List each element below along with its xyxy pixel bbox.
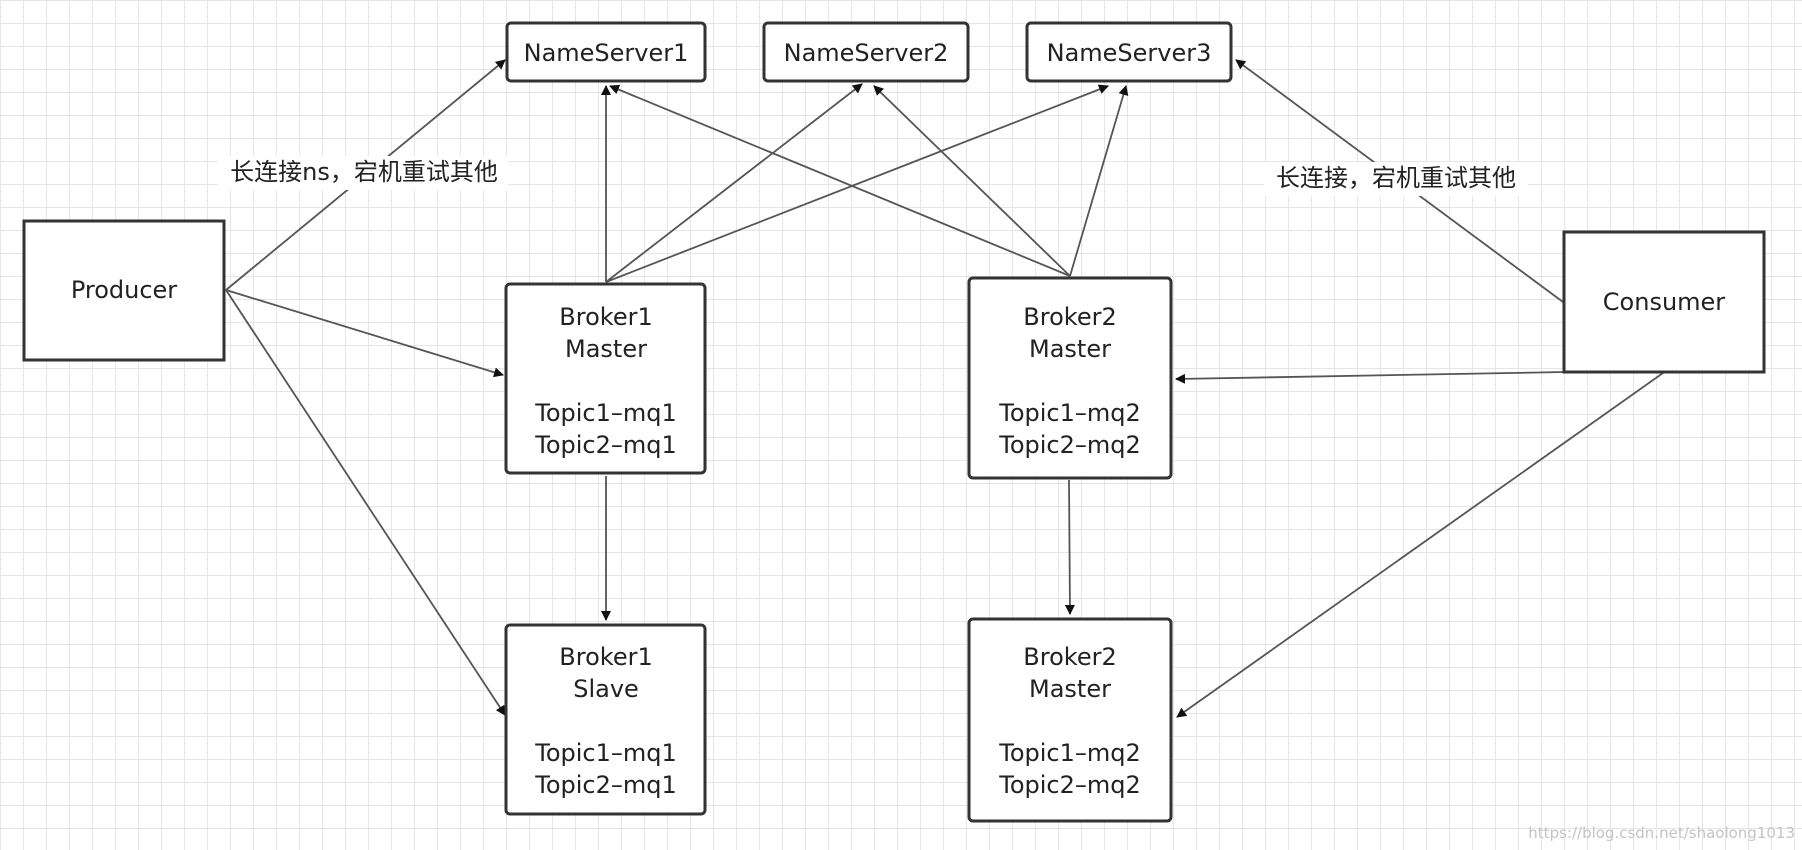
edge-consumer-broker2-lower	[1176, 372, 1664, 718]
edge-broker2-ns1	[609, 84, 1071, 277]
edge-producer-broker1-slave	[225, 289, 506, 716]
broker2-lower-topic2: Topic2–mq2	[998, 771, 1141, 799]
nameserver-3-label: NameServer3	[1047, 39, 1212, 67]
broker1-slave-topic1: Topic1–mq1	[534, 739, 677, 767]
broker2-master-topic2: Topic2–mq2	[998, 431, 1141, 459]
broker2-master-line1: Broker2	[1023, 303, 1116, 331]
broker1-master-line2: Master	[565, 335, 647, 363]
broker2-master-lower-node: Broker2 Master Topic1–mq2 Topic2–mq2	[967, 617, 1173, 823]
broker1-master-topic1: Topic1–mq1	[534, 399, 677, 427]
edge-broker2-ns2	[873, 85, 1071, 277]
broker1-master-node: Broker1 Master Topic1–mq1 Topic2–mq1	[504, 282, 707, 475]
broker1-slave-line2: Slave	[573, 675, 639, 703]
edge-broker2-ns3	[1069, 85, 1129, 277]
broker1-master-line1: Broker1	[559, 303, 652, 331]
broker2-master-topic1: Topic1–mq2	[998, 399, 1141, 427]
edge-broker2-master-lower	[1064, 479, 1075, 615]
edge-broker1-ns3	[605, 84, 1109, 283]
broker2-lower-line2: Master	[1029, 675, 1111, 703]
producer-label: Producer	[71, 276, 177, 304]
nameserver-1: NameServer1	[505, 21, 707, 83]
edge-producer-broker1-master	[225, 289, 504, 378]
consumer-ns-label: 长连接，宕机重试其他	[1276, 164, 1516, 192]
edge-labels: 长连接ns，宕机重试其他 长连接，宕机重试其他	[218, 156, 1528, 196]
broker1-slave-topic2: Topic2–mq1	[534, 771, 677, 799]
broker1-slave-node: Broker1 Slave Topic1–mq1 Topic2–mq1	[504, 623, 707, 816]
producer-node: Producer	[22, 219, 226, 362]
edge-broker1-ns2	[605, 83, 863, 283]
edges	[225, 59, 1664, 718]
edge-consumer-broker2-master	[1175, 371, 1566, 384]
broker1-master-topic2: Topic2–mq1	[534, 431, 677, 459]
broker1-slave-line1: Broker1	[559, 643, 652, 671]
broker2-master-node: Broker2 Master Topic1–mq2 Topic2–mq2	[967, 276, 1173, 480]
watermark: https://blog.csdn.net/shaolong1013	[1528, 824, 1795, 842]
consumer-node: Consumer	[1562, 230, 1766, 374]
nameserver-1-label: NameServer1	[524, 39, 689, 67]
nameserver-2: NameServer2	[762, 21, 970, 83]
broker2-master-line2: Master	[1029, 335, 1111, 363]
producer-ns-label: 长连接ns，宕机重试其他	[230, 158, 498, 186]
nameserver-2-label: NameServer2	[784, 39, 949, 67]
broker2-lower-topic1: Topic1–mq2	[998, 739, 1141, 767]
broker2-lower-line1: Broker2	[1023, 643, 1116, 671]
nameserver-3: NameServer3	[1025, 21, 1233, 83]
consumer-label: Consumer	[1603, 288, 1726, 316]
